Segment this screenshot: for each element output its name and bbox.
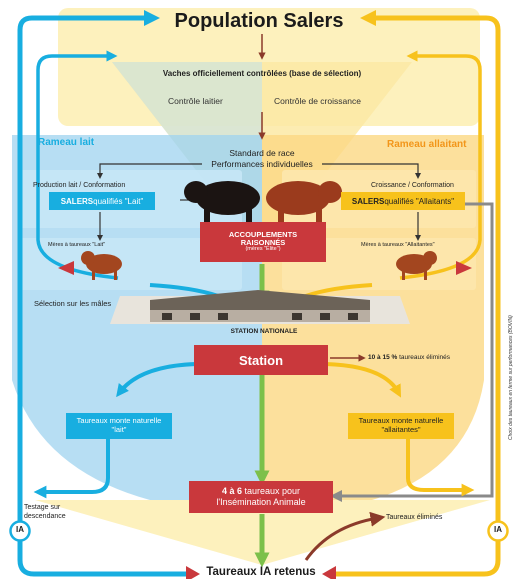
ia-label-left: IA [16, 525, 24, 534]
ia-loop-right [359, 9, 501, 538]
ia-loop-left [17, 9, 161, 538]
flow-testage [33, 432, 110, 499]
accouplements-line2: RAISONNÉS [240, 238, 286, 248]
accouplements-line1: ACCOUPLEMENTS [228, 230, 298, 240]
ia-strong: 4 à 6 [221, 486, 242, 497]
brown-bull-icon [266, 181, 342, 226]
standard-race-label: Standard de race [229, 148, 295, 158]
station-building-icon [110, 290, 410, 324]
monte-lait-box: Taureaux monte naturelle "lait" [66, 413, 172, 439]
flow-station-monte-lait [116, 362, 197, 398]
testage-line1: Testage sur [24, 504, 61, 511]
grey-path-ia [330, 202, 494, 502]
arrow-split-allaitant [322, 163, 421, 179]
cow-allaitante-icon [396, 251, 437, 280]
performances-label: Performances individuelles [211, 159, 313, 169]
allaitant-meres-box [282, 238, 476, 290]
monte-allaitant-line2: "allaitantes" [381, 425, 421, 434]
rameau-allaitant-label: Rameau allaitant [387, 139, 467, 150]
meres-lait-label: Mères à taureaux "Lait" [48, 242, 106, 248]
meres-allaitantes-label: Mères à taureaux "Allaitantes" [361, 242, 435, 248]
meres-allaitantes-loop [399, 50, 482, 280]
ia-selection-line2: l'Insémination Animale [216, 497, 306, 507]
arrow-taureaux-elimines [304, 511, 386, 561]
selection-males-label: Sélection sur les mâles [34, 299, 112, 308]
salers-lait-strong: SALERS [60, 196, 94, 206]
meres-lait-loop [36, 50, 119, 280]
controle-croissance-label: Contrôle de croissance [274, 96, 361, 106]
monte-allaitant-line1: Taureaux monte naturelle [358, 416, 444, 426]
testage-line2: descendance [24, 513, 66, 520]
salers-lait-box: SALERS qualifiés "Lait" [49, 192, 155, 210]
elimines-strong: 10 à 15 % [368, 354, 398, 361]
ia-selection-box: 4 à 6 taureaux pour l'Insémination Anima… [189, 481, 333, 513]
page-title: Population Salers [174, 10, 344, 32]
lait-meres-box [20, 238, 242, 290]
base-selection-label: Vaches officiellement contrôlées (base d… [162, 69, 362, 78]
salers-allaitant-box: SALERS qualifiés "Allaitants" [341, 192, 465, 210]
red-arrow-retenus-right [322, 566, 336, 579]
vertical-note: Choix des taureaux en ferme sur performa… [508, 315, 514, 440]
elimines-rest: taureaux éliminés [397, 354, 451, 361]
station-label: Station [238, 352, 284, 368]
monte-lait-line2: "lait" [111, 425, 127, 434]
controle-laitier-label: Contrôle laitier [168, 96, 223, 106]
ia-circle-left [9, 520, 31, 542]
elimines-label: 10 à 15 % taureaux éliminés [368, 354, 450, 361]
taureaux-elimines-label: Taureaux éliminés [386, 514, 443, 521]
arrow-split-lait [97, 163, 202, 179]
ia-loop-left-bottom [17, 538, 186, 577]
red-arrow-retenus-left [186, 566, 200, 579]
ia-selection-line1: 4 à 6 taureaux pour [222, 486, 300, 497]
salers-allaitant-strong: SALERS [351, 196, 385, 206]
ia-loop-right-bottom [336, 538, 501, 577]
station-nationale-label: STATION NATIONALE [230, 328, 298, 335]
croissance-label: Croissance / Conformation [371, 182, 454, 189]
black-bull-icon [184, 181, 260, 226]
monte-allaitant-box: Taureaux monte naturelle "allaitantes" [348, 413, 454, 439]
production-lait-label: Production lait / Conformation [33, 182, 126, 189]
salers-lait-rest: qualifiés "Lait" [93, 196, 144, 206]
accouplements-line3: (mères "Élite") [245, 245, 281, 252]
accouplements-box: ACCOUPLEMENTS RAISONNÉS (mères "Élite") [200, 222, 326, 262]
flow-station-monte-allaitant [325, 362, 402, 398]
red-arrow-allaitant [456, 261, 472, 275]
rameau-lait-label: Rameau lait [38, 137, 95, 148]
monte-lait-line1: Taureaux monte naturelle [76, 416, 162, 426]
ia-circle-right [487, 520, 509, 542]
flow-monte-allaitant-out [406, 432, 475, 497]
salers-allaitant-rest: qualifiés "Allaitants" [384, 196, 455, 206]
red-arrow-lait [58, 261, 74, 275]
taureaux-retenus-label: Taureaux IA retenus [206, 566, 316, 578]
ia-rest: taureaux pour [241, 486, 301, 497]
station-box: Station [194, 345, 328, 375]
ia-label-right: IA [494, 525, 502, 534]
cow-lait-icon [81, 251, 122, 280]
